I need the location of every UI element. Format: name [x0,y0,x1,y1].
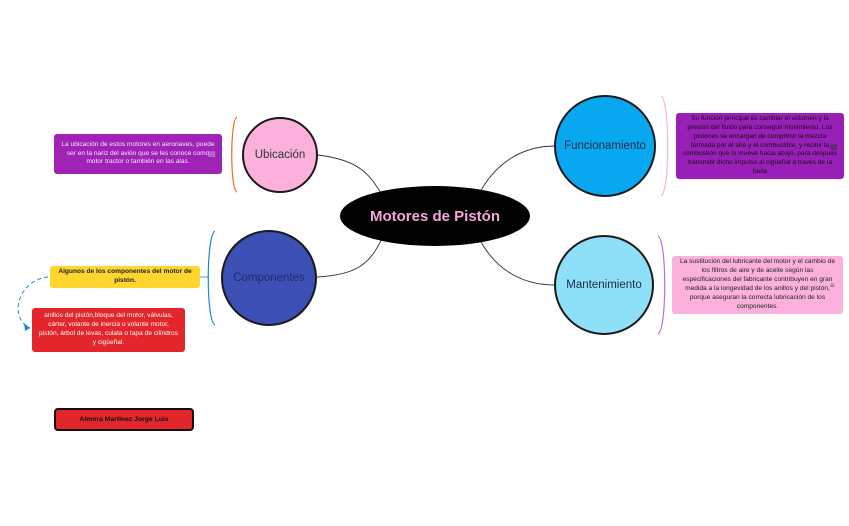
note-funcionamiento[interactable]: Su función principal es cambiar el volum… [676,113,844,179]
note-componentes-detail-text: anillos del pistón,bloque del motor, vál… [39,312,178,346]
connector-funcionamiento [479,145,556,193]
note-mantenimiento-text: La sustitución del lubricante del motor … [679,258,836,310]
author-box[interactable]: Almora Martinez Jorge Luis [54,408,194,431]
note-componentes-detail[interactable]: anillos del pistón,bloque del motor, vál… [32,308,185,352]
bracket-ubicacion [231,116,238,193]
bracket-mantenimiento [657,235,666,335]
note-ubicacion-text: La ubicación de estos motores en aeronav… [61,140,215,166]
topic-componentes[interactable]: Componentes [221,230,317,326]
bracket-funcionamiento [660,95,669,197]
central-topic-label: Motores de Pistón [369,207,500,225]
notes-icon[interactable]: ▤ [208,149,216,158]
bracket-componentes [207,230,216,326]
note-ubicacion[interactable]: La ubicación de estos motores en aeronav… [54,134,222,174]
notes-icon[interactable]: ▤ [830,142,838,151]
note-componentes-title-text: Algunos de los componentes del motor de … [58,268,192,284]
note-componentes-title[interactable]: Algunos de los componentes del motor de … [50,266,200,288]
topic-mantenimiento[interactable]: Mantenimiento [554,235,654,335]
author-label: Almora Martinez Jorge Luis [79,415,169,423]
topic-mantenimiento-label: Mantenimiento [566,279,642,291]
note-funcionamiento-text: Su función principal es cambiar el volum… [682,114,838,176]
connector-mantenimiento [479,239,556,286]
connector-componentes [316,237,383,278]
notes-icon[interactable]: ≡ [830,281,835,290]
connector-ubicacion [317,154,383,196]
topic-ubicacion[interactable]: Ubicación [242,117,318,193]
central-topic[interactable]: Motores de Pistón [340,186,530,246]
topic-ubicacion-label: Ubicación [254,149,306,161]
topic-funcionamiento-label: Funcionamiento [564,140,646,152]
note-mantenimiento[interactable]: La sustitución del lubricante del motor … [672,256,843,314]
topic-funcionamiento[interactable]: Funcionamiento [554,95,656,197]
topic-componentes-label: Componentes [233,272,305,284]
